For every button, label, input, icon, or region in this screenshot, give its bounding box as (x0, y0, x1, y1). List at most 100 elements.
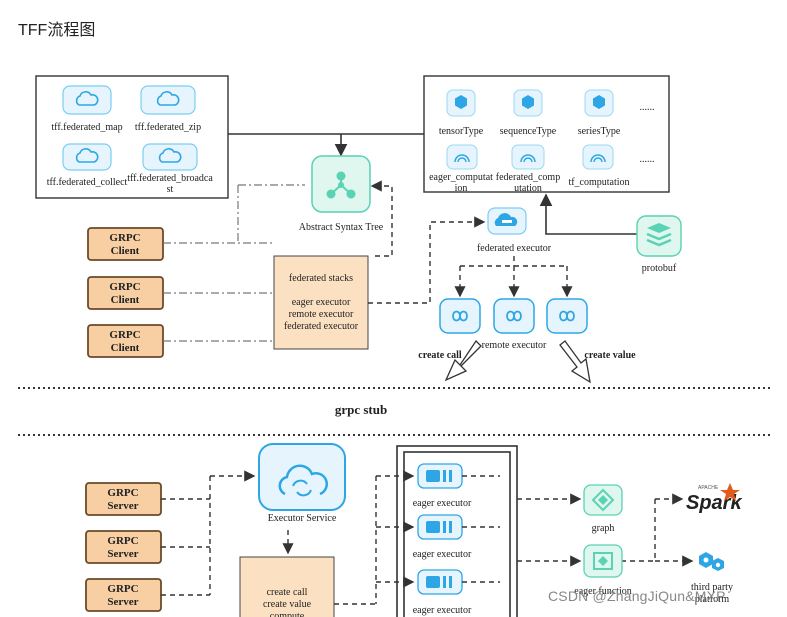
api-item-label: tff.federated_broadca (127, 173, 213, 184)
fedexec-to-remote-connectors (454, 256, 573, 298)
cloud-icon (62, 143, 112, 171)
remote-executor-icon-2 (493, 298, 535, 334)
eager-container-inner (403, 451, 511, 617)
type-item-federated-computation: federated_comp utation (496, 144, 560, 194)
grpc-server-label: GRPC (107, 583, 138, 595)
graph-icon (583, 484, 623, 516)
compute-line: compute (270, 611, 305, 617)
grpc-stub-label: grpc stub (335, 402, 387, 417)
api-item-collect: tff.federated_collect (47, 143, 128, 188)
connector-stack-to-fedexec (368, 216, 486, 304)
protobuf-icon (636, 215, 682, 257)
compute-box: create call create value compute (239, 556, 335, 617)
grpc-server-label: GRPC (107, 487, 138, 499)
signal-icon (511, 144, 545, 170)
grpc-server-3: GRPC Server (85, 578, 162, 612)
connector-stack-to-ast (370, 180, 393, 257)
federated-stacks-box: federated stacks eager executor remote e… (273, 255, 369, 350)
eager-executor-icon-2 (417, 514, 463, 540)
compute-line: create value (263, 599, 312, 610)
spark-logo: APACHE Spark (686, 483, 742, 514)
executor-service-icon (258, 443, 346, 511)
third-party-label: platform (695, 594, 730, 605)
ellipsis-text: ...... (640, 154, 655, 165)
eager-executor-icon-3 (417, 569, 463, 595)
type-item-label: ion (455, 183, 468, 194)
grpc-client-1: GRPC Client (87, 227, 164, 261)
remote-executor-icon-1 (439, 298, 481, 334)
graph-label: graph (592, 523, 615, 534)
eager-executor-icon-1 (417, 463, 463, 489)
watermark: CSDN @ZhangJiQun&MXP (548, 588, 726, 604)
grpc-client-3: GRPC Client (87, 324, 164, 358)
ellipsis-text: ...... (640, 102, 655, 113)
api-item-map: tff.federated_map (51, 85, 123, 133)
eager-to-output-connectors (462, 475, 694, 583)
eager-executor-label: eager executor (413, 549, 472, 560)
grpc-client-label: Client (111, 342, 140, 354)
signal-icon (582, 144, 614, 170)
type-item-label: tf_computation (568, 177, 629, 188)
connector-protobuf-to-types (539, 193, 637, 235)
page-title: TFF流程图 (18, 22, 96, 39)
ast-label: Abstract Syntax Tree (299, 222, 384, 233)
eager-function-icon (583, 544, 623, 578)
grpc-client-label: Client (111, 294, 140, 306)
third-party-icon (699, 552, 724, 571)
type-item-tensor: tensorType (439, 89, 484, 137)
type-item-label: eager_computat (429, 172, 493, 183)
create-value-arrow (559, 340, 591, 384)
client-connectors (163, 184, 305, 342)
type-item-eager-computation: eager_computat ion (429, 144, 493, 194)
protobuf-label: protobuf (642, 263, 677, 274)
type-item-sequence: sequenceType (500, 89, 557, 137)
type-item-label: utation (514, 183, 542, 194)
grpc-server-2: GRPC Server (85, 530, 162, 564)
api-item-label: tff.federated_map (51, 122, 122, 133)
servers-to-service-connectors (161, 470, 256, 596)
grpc-client-label: GRPC (109, 232, 140, 244)
grpc-server-label: Server (107, 500, 138, 512)
stack-line: federated executor (284, 321, 359, 332)
grpc-server-label: Server (107, 548, 138, 560)
stack-line: eager executor (292, 297, 351, 308)
signal-icon (446, 144, 478, 170)
create-call-arrow (444, 339, 482, 382)
create-value-label: create value (584, 350, 636, 361)
api-item-label: tff.federated_zip (135, 122, 201, 133)
federated-executor-label: federated executor (477, 243, 552, 254)
eager-function-label: eager function (574, 586, 631, 597)
remote-executor-label: remote executor (482, 340, 547, 351)
cloud-icon (142, 143, 198, 171)
cloud-icon (140, 85, 196, 115)
third-party-label: third party (691, 582, 733, 593)
eager-container-outer (396, 445, 518, 617)
eager-executor-label: eager executor (413, 605, 472, 616)
type-item-label: tensorType (439, 126, 484, 137)
type-item-tf-computation: tf_computation (568, 144, 630, 188)
grpc-client-label: GRPC (109, 329, 140, 341)
api-item-label: tff.federated_collect (47, 177, 128, 188)
api-item-broadcast: tff.federated_broadca st (127, 143, 213, 195)
ast-icon (311, 155, 371, 213)
spark-small-label: APACHE (698, 485, 719, 491)
grpc-client-label: Client (111, 245, 140, 257)
stack-line: federated stacks (289, 273, 353, 284)
eager-executor-label: eager executor (413, 498, 472, 509)
compute-to-eager-connectors (334, 470, 415, 605)
create-call-label: create call (418, 350, 462, 361)
compute-line: create call (267, 587, 308, 598)
grpc-server-1: GRPC Server (85, 482, 162, 516)
cloud-icon (62, 85, 112, 115)
grpc-client-label: GRPC (109, 281, 140, 293)
type-item-series: seriesType (578, 89, 621, 137)
grpc-client-2: GRPC Client (87, 276, 164, 310)
remote-executor-icon-3 (546, 298, 588, 334)
stack-line: remote executor (289, 309, 354, 320)
grpc-server-label: Server (107, 596, 138, 608)
api-item-zip: tff.federated_zip (135, 85, 201, 133)
type-item-label: seriesType (578, 126, 621, 137)
federated-executor-icon (487, 207, 527, 235)
executor-service-label: Executor Service (268, 513, 337, 524)
